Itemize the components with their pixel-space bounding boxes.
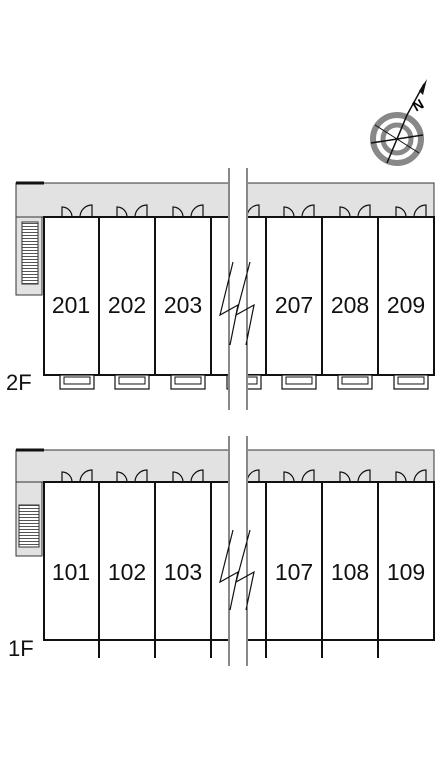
door-swing-icon bbox=[79, 204, 93, 218]
door-swing-icon bbox=[339, 206, 351, 218]
unit-label: 103 bbox=[164, 559, 202, 585]
corridor bbox=[15, 182, 435, 218]
door-swing-icon bbox=[190, 204, 204, 218]
unit-label: 208 bbox=[331, 292, 369, 318]
floor-label: 2F bbox=[6, 370, 32, 395]
floor-1f: 101 102 103 107 108 109 1F bbox=[8, 433, 435, 668]
door-swing-icon bbox=[61, 206, 73, 218]
unit-label: 108 bbox=[331, 559, 369, 585]
compass-rose-icon bbox=[370, 79, 427, 166]
balcony-rail bbox=[285, 376, 313, 385]
unit-label: 207 bbox=[275, 292, 313, 318]
door-swing-icon bbox=[413, 204, 427, 218]
door-swing-icon bbox=[395, 471, 407, 483]
floor-label: 1F bbox=[8, 636, 34, 661]
unit-label: 209 bbox=[387, 292, 425, 318]
unit-label: 102 bbox=[108, 559, 146, 585]
door-swing-icon bbox=[61, 471, 73, 483]
balcony bbox=[170, 374, 206, 390]
door-swing-icon bbox=[413, 469, 427, 483]
door-swing-icon bbox=[134, 204, 148, 218]
door-swing-icon bbox=[357, 204, 371, 218]
unit-label: 203 bbox=[164, 292, 202, 318]
balcony-rail bbox=[63, 376, 91, 385]
balcony bbox=[281, 374, 317, 390]
door-swing-icon bbox=[357, 469, 371, 483]
break-line bbox=[219, 261, 239, 346]
balcony-rail bbox=[397, 376, 425, 385]
door-swing-icon bbox=[172, 206, 184, 218]
door-swing-icon bbox=[301, 204, 315, 218]
floor-2f: 201 202 203 207 208 209 2F bbox=[6, 165, 435, 415]
unit-label: 201 bbox=[52, 292, 90, 318]
balcony-rail bbox=[118, 376, 146, 385]
unit-label: 202 bbox=[108, 292, 146, 318]
door-swing-icon bbox=[395, 206, 407, 218]
balcony bbox=[393, 374, 429, 390]
door-swing-icon bbox=[190, 469, 204, 483]
break-line bbox=[219, 529, 239, 611]
compass-north-label: N bbox=[410, 96, 427, 115]
door-swing-icon bbox=[79, 469, 93, 483]
balcony bbox=[337, 374, 373, 390]
balcony-rail bbox=[174, 376, 202, 385]
unit-label: 107 bbox=[275, 559, 313, 585]
door-swing-icon bbox=[339, 471, 351, 483]
balcony bbox=[114, 374, 150, 390]
door-swing-icon bbox=[116, 471, 128, 483]
door-swing-icon bbox=[172, 471, 184, 483]
door-swing-icon bbox=[116, 206, 128, 218]
door-swing-icon bbox=[301, 469, 315, 483]
door-swing-icon bbox=[283, 471, 295, 483]
balcony bbox=[59, 374, 95, 390]
door-swing-icon bbox=[134, 469, 148, 483]
unit-label: 101 bbox=[52, 559, 90, 585]
door-swing-icon bbox=[283, 206, 295, 218]
corridor bbox=[15, 449, 435, 483]
unit-label: 109 bbox=[387, 559, 425, 585]
balcony-rail bbox=[341, 376, 369, 385]
